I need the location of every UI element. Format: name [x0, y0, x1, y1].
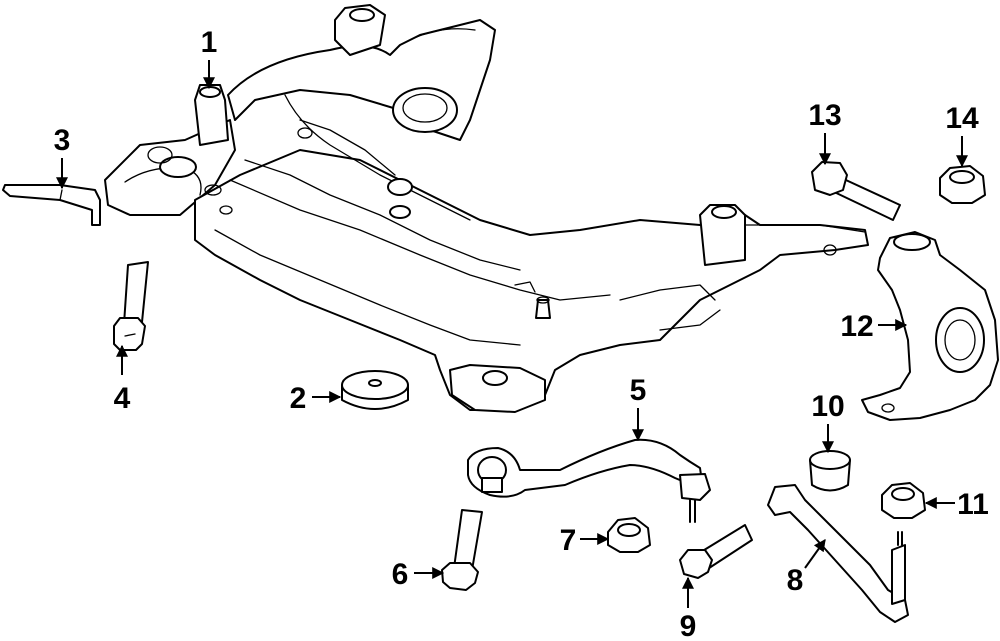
reinforcement-bracket-part[interactable] — [2, 184, 101, 226]
bushing-part-10[interactable] — [809, 450, 851, 492]
callout-2: 2 — [290, 382, 307, 415]
callout-4: 4 — [114, 382, 131, 415]
callout-labels: 1 2 3 4 5 6 7 8 9 10 11 12 13 14 — [54, 26, 989, 641]
callout-5: 5 — [630, 374, 647, 407]
subframe-part[interactable] — [104, 4, 869, 413]
lower-link-part[interactable] — [767, 484, 909, 623]
bolt-part-6[interactable] — [441, 509, 483, 591]
steering-knuckle-part[interactable] — [861, 231, 999, 421]
callout-14: 14 — [945, 102, 979, 135]
callout-12: 12 — [840, 310, 873, 343]
callout-7: 7 — [560, 524, 577, 557]
bolt-part-4[interactable] — [113, 261, 149, 351]
callout-arrows — [56, 60, 968, 608]
callout-13: 13 — [808, 99, 841, 132]
control-arm-part[interactable] — [467, 438, 711, 523]
callout-3: 3 — [54, 124, 71, 157]
callout-8: 8 — [787, 564, 804, 597]
callout-6: 6 — [392, 558, 409, 591]
nut-part-14[interactable] — [939, 165, 986, 204]
callout-1: 1 — [201, 26, 218, 59]
bolt-part-13[interactable] — [811, 161, 901, 221]
callout-11: 11 — [957, 488, 989, 521]
bolt-part-9[interactable] — [679, 524, 753, 579]
nut-part-7[interactable] — [607, 517, 651, 553]
callout-9: 9 — [680, 610, 697, 641]
nut-part-11[interactable] — [881, 482, 926, 519]
mount-bushing-part[interactable] — [341, 370, 409, 410]
callout-10: 10 — [811, 390, 844, 423]
